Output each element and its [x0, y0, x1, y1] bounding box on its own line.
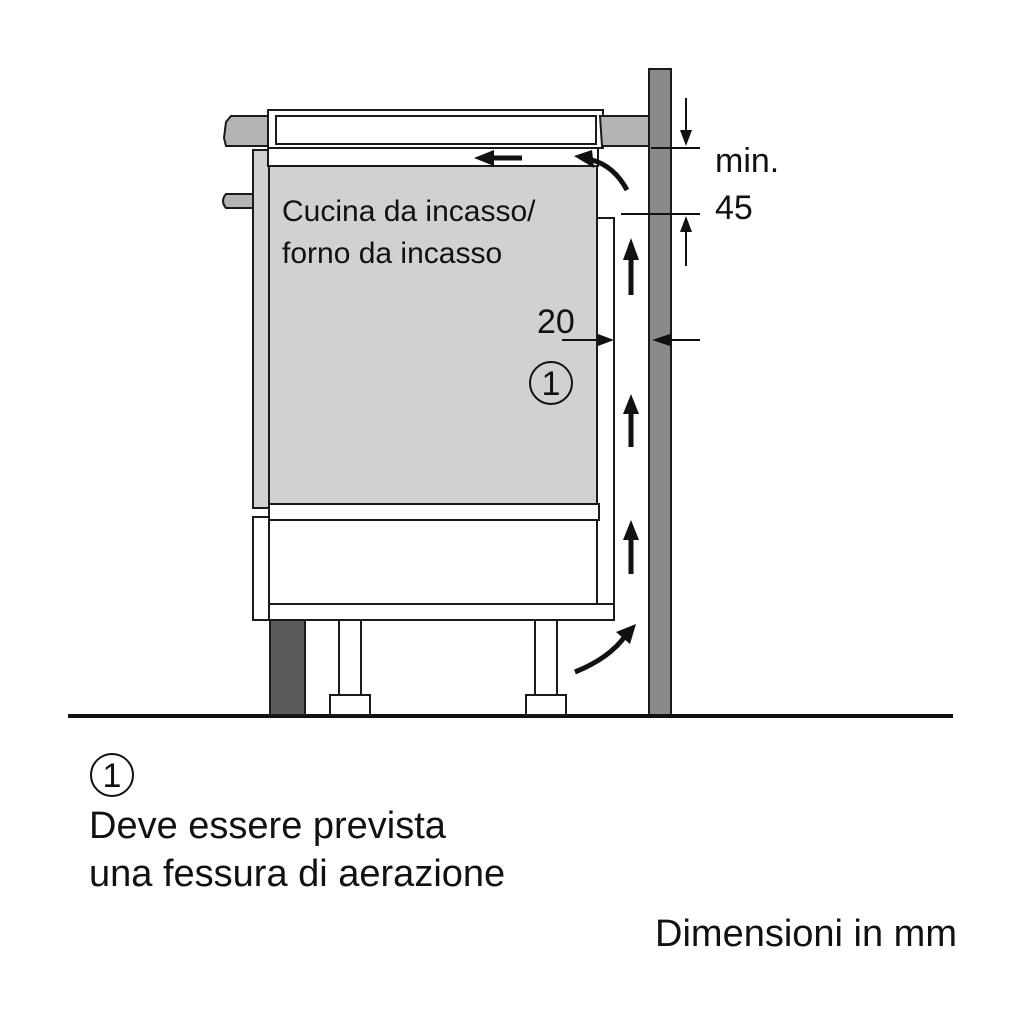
units-note: Dimensioni in mm	[655, 913, 957, 955]
side-wall	[648, 68, 672, 716]
drawer-front	[252, 516, 270, 621]
oven-label-line2: forno da incasso	[282, 237, 502, 270]
clearance-prefix-text: min.	[715, 142, 779, 180]
oven-body	[268, 165, 598, 507]
cabinet-foot-right	[525, 619, 567, 716]
gap-dimension	[562, 334, 700, 346]
cabinet-front-panel	[252, 149, 270, 509]
cabinet-foot-left	[329, 619, 371, 716]
airflow-curve-top	[591, 157, 630, 192]
legend-note-line2: una fessura di aerazione	[89, 853, 505, 895]
cabinet-top-rail	[267, 147, 599, 167]
drawer-body	[268, 519, 598, 605]
oven-shelf	[268, 503, 600, 521]
svg-text:1: 1	[103, 757, 122, 795]
plinth	[269, 619, 306, 716]
cabinet-back-panel	[596, 217, 615, 611]
cabinet-bottom	[268, 603, 615, 621]
airflow-curve-bottom	[574, 633, 629, 675]
clearance-dimension	[621, 98, 700, 266]
svg-text:1: 1	[542, 365, 561, 403]
marker-1-legend: 1	[90, 753, 134, 797]
oven-label-line1: Cucina da incasso/	[282, 195, 536, 228]
oven-handle	[222, 193, 254, 209]
legend-note-line1: Deve essere prevista	[89, 805, 447, 847]
airflow-arrows	[474, 150, 639, 675]
worktop	[222, 109, 650, 149]
marker-1-diagram: 1	[529, 361, 573, 405]
clearance-value-text: 45	[715, 189, 753, 227]
gap-value-text: 20	[537, 303, 575, 341]
